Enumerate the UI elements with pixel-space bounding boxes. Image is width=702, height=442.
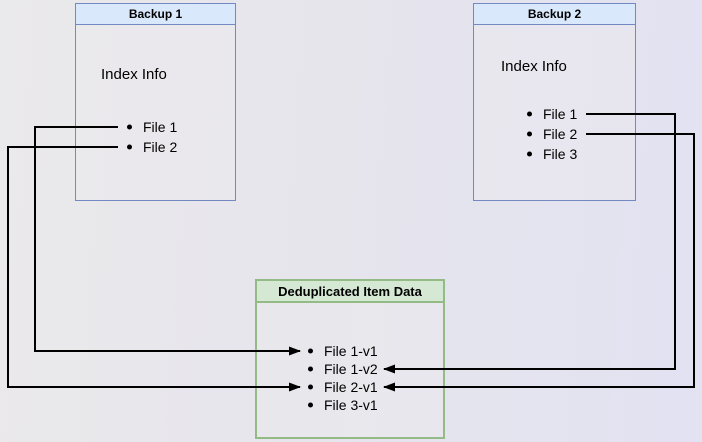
backup2-title: Backup 2 (474, 4, 635, 25)
backup2-file-item: File 3 (524, 144, 577, 164)
backup2-file-item: File 1 (524, 104, 577, 124)
backup1-title: Backup 1 (76, 4, 235, 25)
backup1-index-info-label: Index Info (101, 66, 167, 83)
dedup-file-item: File 2-v1 (305, 378, 378, 396)
backup1-file-item: File 1 (124, 117, 177, 137)
dedup-file-item: File 3-v1 (305, 396, 378, 414)
backup2-file-item: File 2 (524, 124, 577, 144)
dedup-file-item: File 1-v1 (305, 342, 378, 360)
dedup-file-item: File 1-v2 (305, 360, 378, 378)
backup2-index-info-label: Index Info (501, 58, 567, 75)
deduplicated-item-data-title: Deduplicated Item Data (257, 281, 443, 303)
backup1-file-item: File 2 (124, 137, 177, 157)
